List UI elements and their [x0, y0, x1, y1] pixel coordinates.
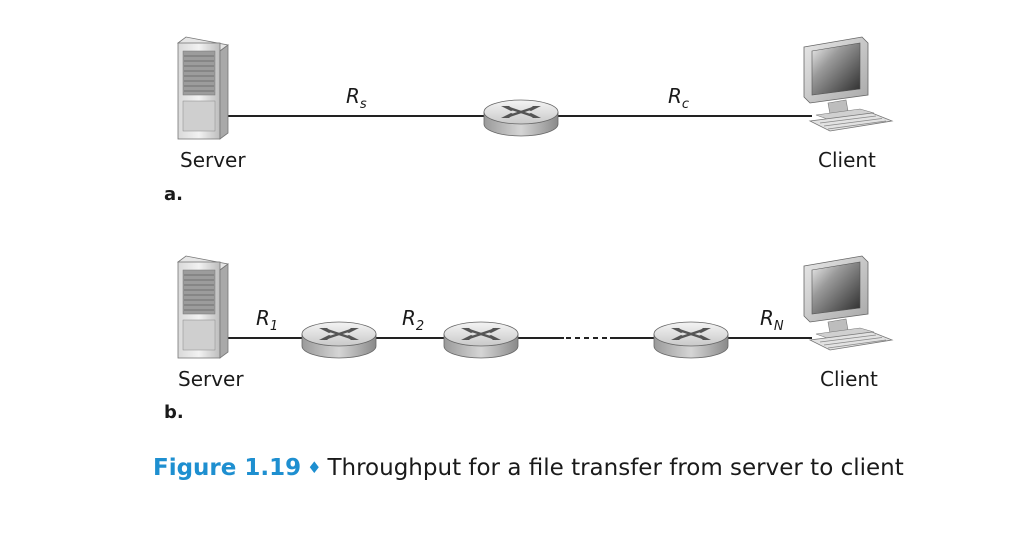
rate-n-label: RN [760, 306, 784, 334]
router-icon [444, 322, 518, 358]
router-icon [654, 322, 728, 358]
server-label: Server [180, 148, 246, 172]
diagram-a [178, 37, 892, 139]
rate-1-label: R1 [256, 306, 278, 334]
server-icon [178, 37, 228, 139]
diagram-b [178, 256, 892, 358]
rate-server-label: Rs [346, 84, 367, 112]
rate-client-label: Rc [668, 84, 689, 112]
client-computer-icon [804, 256, 892, 350]
server-icon [178, 256, 228, 358]
router-icon [302, 322, 376, 358]
caption-text: Throughput for a file transfer from serv… [327, 455, 903, 481]
figure-caption: Figure 1.19 ♦ Throughput for a file transf… [153, 455, 904, 481]
part-label-a: a. [164, 184, 183, 205]
server-label: Server [178, 367, 244, 391]
client-label: Client [820, 367, 878, 391]
client-label: Client [818, 148, 876, 172]
figure-number: Figure 1.19 [153, 455, 301, 481]
router-icon [484, 100, 558, 136]
rate-2-label: R2 [402, 306, 424, 334]
part-label-b: b. [164, 402, 184, 423]
caption-bullet: ♦ [307, 458, 321, 477]
client-computer-icon [804, 37, 892, 131]
